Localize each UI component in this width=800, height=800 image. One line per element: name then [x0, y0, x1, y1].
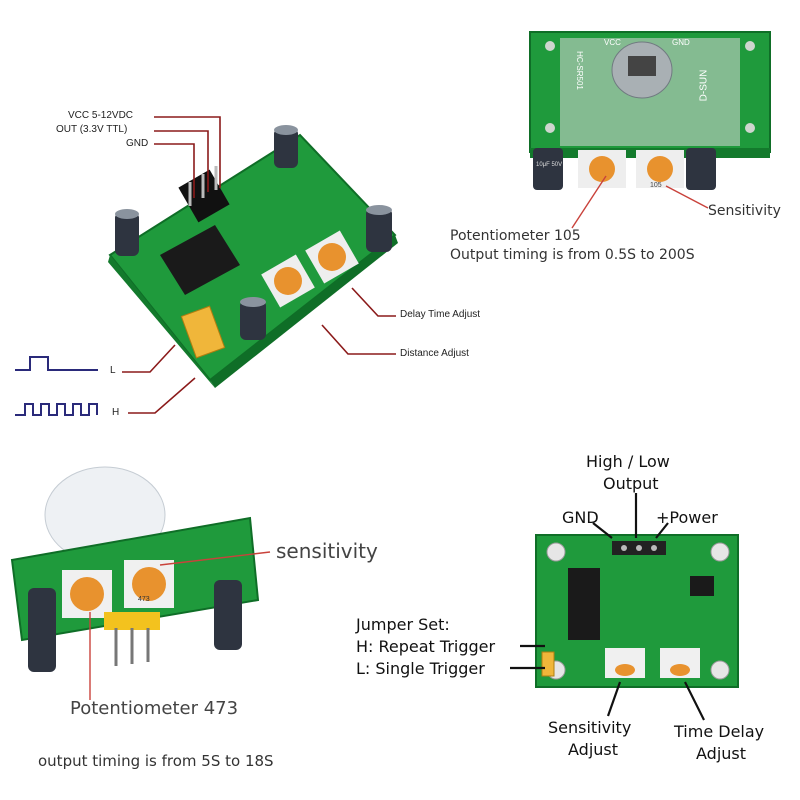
gnd-label: GND	[562, 508, 599, 527]
time-delay-adjust-line1: Time Delay	[674, 722, 765, 741]
pin-label-gnd: GND	[126, 138, 149, 149]
potentiometer-105-title: Potentiometer 105	[450, 228, 581, 244]
potentiometer	[305, 230, 359, 284]
mode-high-label: H	[112, 407, 120, 418]
leader-lines-bottom-left	[89, 551, 271, 700]
power-label: +Power	[656, 508, 718, 527]
sensitivity-label-bottom: sensitivity	[276, 539, 378, 563]
capacitor	[115, 209, 139, 256]
potentiometer-473-title: Potentiometer 473	[70, 698, 239, 719]
mode-low-label: L	[110, 365, 116, 376]
time-delay-adjust-line2: Adjust	[696, 744, 747, 763]
sensitivity-adjust-line1: Sensitivity	[548, 718, 632, 737]
silk-brand: D-SUN	[698, 69, 710, 102]
waveform-low	[15, 356, 98, 371]
top-left-pcb	[108, 125, 398, 388]
top-right-pcb	[529, 31, 771, 190]
pin-header	[178, 166, 230, 223]
delay-time-adjust-label: Delay Time Adjust	[400, 309, 481, 320]
pin-label-vcc: VCC 5-12VDC	[68, 110, 134, 121]
jumper	[180, 305, 226, 359]
capacitor	[366, 205, 392, 252]
capacitor	[240, 297, 266, 340]
capacitor	[274, 125, 298, 168]
silk-vcc: VCC	[604, 38, 621, 47]
potentiometer	[261, 254, 315, 308]
bottom-right-pcb	[535, 534, 739, 688]
pin-label-out: OUT (3.3V TTL)	[56, 124, 128, 135]
bottom-left-pcb	[10, 466, 260, 672]
potentiometer-105-timing: Output timing is from 0.5S to 200S	[450, 247, 695, 263]
silk-model: HC-SR501	[574, 51, 584, 90]
jumper-h-label: H: Repeat Trigger	[356, 637, 496, 656]
output-label-line1: High / Low	[586, 452, 670, 471]
sensitivity-label-top: Sensitivity	[708, 203, 781, 219]
distance-adjust-label: Distance Adjust	[400, 348, 469, 359]
silk-pot-105: 105	[650, 182, 662, 189]
leader-lines-top-right	[571, 175, 709, 229]
output-label-line2: Output	[603, 474, 659, 493]
silk-pot-473: 473	[138, 596, 150, 603]
leader-lines-top-left	[122, 116, 396, 414]
jumper-l-label: L: Single Trigger	[356, 659, 485, 678]
silk-gnd: GND	[672, 38, 690, 47]
waveform-high	[15, 403, 98, 416]
jumper-title: Jumper Set:	[356, 615, 450, 634]
potentiometer-473-timing: output timing is from 5S to 18S	[38, 752, 274, 770]
leader-lines-bottom-right	[510, 493, 705, 721]
silk-capacitor: 10μF 50V	[536, 162, 563, 168]
sensitivity-adjust-line2: Adjust	[568, 740, 619, 759]
